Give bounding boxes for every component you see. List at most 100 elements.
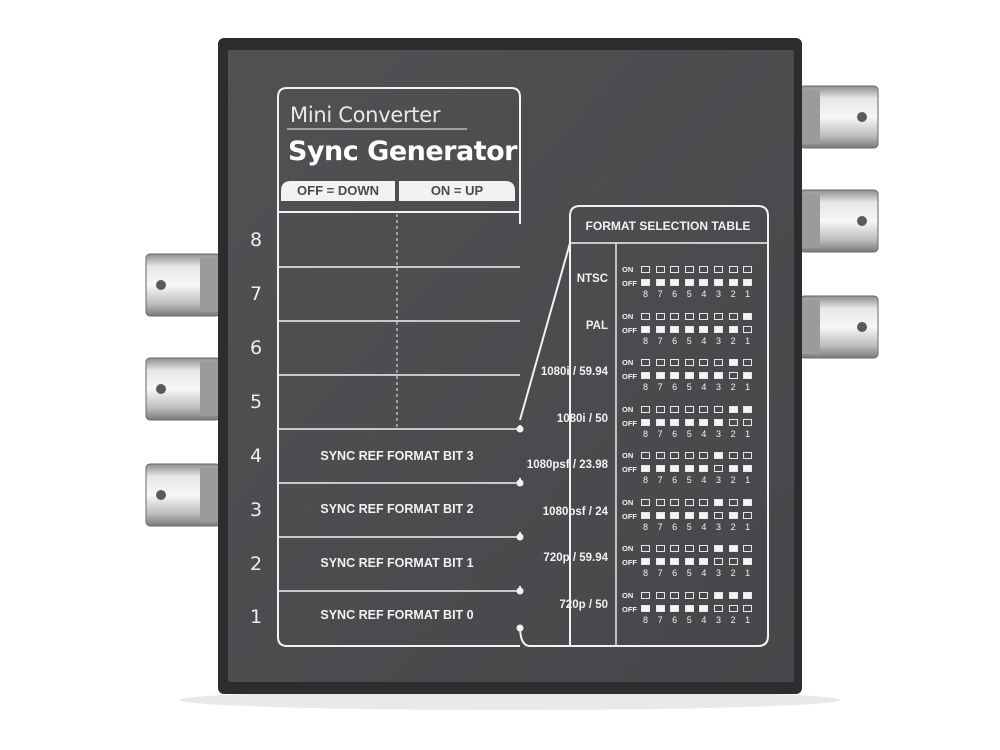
switch-column-number: 1 <box>745 428 751 439</box>
switch-column-number: 4 <box>701 614 707 625</box>
on-up-header: ON = UP <box>430 183 484 198</box>
off-down-header: OFF = DOWN <box>297 183 379 198</box>
bit-label: SYNC REF FORMAT BIT 1 <box>320 556 474 570</box>
switch-off-cell <box>641 604 650 612</box>
switch-off-cell <box>670 325 680 333</box>
on-label: ON <box>622 265 634 274</box>
switch-column-number: 5 <box>686 335 692 346</box>
switch-column-number: 6 <box>672 335 678 346</box>
switch-off-cell <box>641 325 650 333</box>
switch-on-cell <box>655 591 665 599</box>
switch-off-cell <box>714 372 723 379</box>
switch-off-cell <box>714 279 723 286</box>
bnc-connector <box>145 253 221 317</box>
on-header-tab <box>399 181 515 201</box>
switch-number: 6 <box>249 337 263 359</box>
switch-column-number: 3 <box>715 428 721 439</box>
switch-column-number: 8 <box>642 289 648 299</box>
switch-on-cell <box>743 545 753 552</box>
bnc-connector <box>145 463 221 527</box>
switch-column-number: 1 <box>745 289 751 299</box>
switch-on-cell <box>670 359 680 366</box>
format-name: 720p / 59.94 <box>543 552 608 564</box>
switch-column-number: 5 <box>686 521 692 532</box>
switch-off-cell <box>641 511 650 519</box>
switch-on-cell <box>714 359 723 366</box>
switch-off-cell <box>655 558 665 565</box>
switch-off-cell <box>655 325 665 333</box>
switch-column-number: 3 <box>715 568 721 578</box>
switch-column-number: 2 <box>730 568 736 578</box>
switch-column-number: 6 <box>672 289 678 299</box>
switch-on-cell <box>655 359 665 366</box>
switch-on-cell <box>743 498 753 506</box>
switch-off-cell <box>655 372 665 379</box>
bit-label: SYNC REF FORMAT BIT 0 <box>320 608 474 622</box>
switch-column-number: 8 <box>642 521 648 532</box>
switch-column-number: 5 <box>686 475 692 485</box>
switch-on-cell <box>728 266 738 273</box>
switch-on-cell <box>684 545 694 552</box>
switch-off-cell <box>684 372 694 379</box>
switch-on-cell <box>684 312 694 320</box>
switch-off-cell <box>743 511 753 519</box>
switch-off-cell <box>684 511 694 519</box>
switch-off-cell <box>670 511 680 519</box>
switch-off-cell <box>728 372 738 379</box>
brand-title: Sync Generator <box>288 136 518 167</box>
switch-column-number: 3 <box>715 521 721 532</box>
switch-on-cell <box>728 452 738 459</box>
off-label: OFF <box>622 604 637 614</box>
switch-column-number: 4 <box>701 568 707 578</box>
switch-on-cell <box>743 359 753 366</box>
switch-off-cell <box>699 279 709 286</box>
switch-on-cell <box>641 452 650 459</box>
switch-off-cell <box>684 604 694 612</box>
on-label: ON <box>622 311 634 321</box>
switch-off-cell <box>699 558 709 565</box>
brand-subtitle: Mini Converter <box>290 103 441 127</box>
switch-on-cell <box>655 405 665 413</box>
off-label: OFF <box>622 465 637 474</box>
switch-on-cell <box>699 359 709 366</box>
format-name: 1080psf / 23.98 <box>526 459 608 471</box>
switch-off-cell <box>743 279 753 286</box>
switch-on-cell <box>699 591 709 599</box>
on-label: ON <box>622 358 634 367</box>
switch-column-number: 8 <box>642 614 648 625</box>
switch-on-cell <box>641 312 650 320</box>
switch-on-cell <box>743 312 753 320</box>
switch-column-number: 3 <box>715 335 721 346</box>
switch-on-cell <box>743 591 753 599</box>
switch-off-cell <box>743 465 753 472</box>
switch-column-number: 3 <box>715 475 721 485</box>
switch-off-cell <box>743 604 753 612</box>
switch-off-cell <box>743 558 753 565</box>
switch-on-cell <box>699 498 709 506</box>
switch-on-cell <box>684 452 694 459</box>
switch-off-cell <box>655 418 665 426</box>
switch-on-cell <box>728 359 738 366</box>
switch-off-cell <box>728 325 738 333</box>
switch-column-number: 3 <box>715 289 721 299</box>
right-bnc-connectors <box>799 85 879 359</box>
switch-off-cell <box>714 418 723 426</box>
bnc-connector <box>799 295 879 359</box>
bit-label: SYNC REF FORMAT BIT 3 <box>320 449 474 463</box>
switch-column-number: 8 <box>642 428 648 439</box>
on-label: ON <box>622 404 634 414</box>
switch-off-cell <box>728 279 738 286</box>
switch-column-number: 2 <box>730 289 736 299</box>
switch-column-number: 4 <box>701 475 707 485</box>
switch-column-number: 8 <box>642 382 648 392</box>
switch-column-number: 1 <box>745 568 751 578</box>
switch-on-cell <box>743 266 753 273</box>
switch-column-number: 5 <box>686 382 692 392</box>
switch-off-cell <box>641 372 650 379</box>
switch-off-cell <box>714 604 723 612</box>
format-name: PAL <box>585 319 608 332</box>
switch-on-cell <box>670 591 680 599</box>
switch-off-cell <box>641 279 650 286</box>
switch-column-number: 7 <box>657 382 663 392</box>
on-label: ON <box>622 497 634 507</box>
